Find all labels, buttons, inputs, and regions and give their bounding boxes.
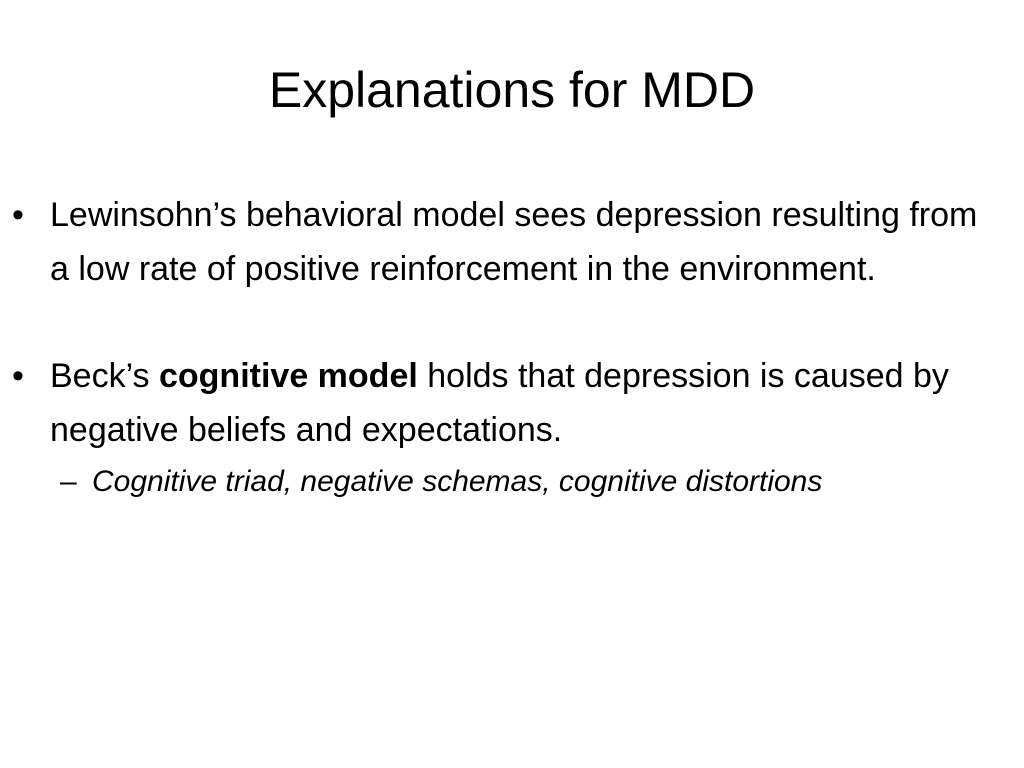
- bullet-text-before: Beck’s: [50, 356, 159, 395]
- bullet-text-bold: cognitive model: [158, 356, 418, 395]
- slide-title: Explanations for MDD: [268, 62, 756, 118]
- bullet-item-lewinsohn: • Lewinsohn’s behavioral model sees depr…: [12, 188, 1012, 297]
- bullet-marker: •: [12, 196, 24, 234]
- sub-bullet-item: – Cognitive triad, negative schemas, cog…: [60, 458, 1012, 506]
- bullet-text-after: holds that depression is caused by negat…: [50, 356, 959, 450]
- bullet-text: Lewinsohn’s behavioral model sees depres…: [50, 196, 1006, 289]
- bullet-marker: •: [12, 356, 24, 395]
- bullet-item-beck: • Beck’s cognitive model holds that depr…: [12, 349, 1012, 506]
- sub-bullet-list: – Cognitive triad, negative schemas, cog…: [50, 458, 1012, 506]
- bullet-list: • Lewinsohn’s behavioral model sees depr…: [12, 188, 1012, 506]
- sub-bullet-text: Cognitive triad, negative schemas, cogni…: [92, 464, 823, 498]
- sub-bullet-marker: –: [60, 464, 77, 498]
